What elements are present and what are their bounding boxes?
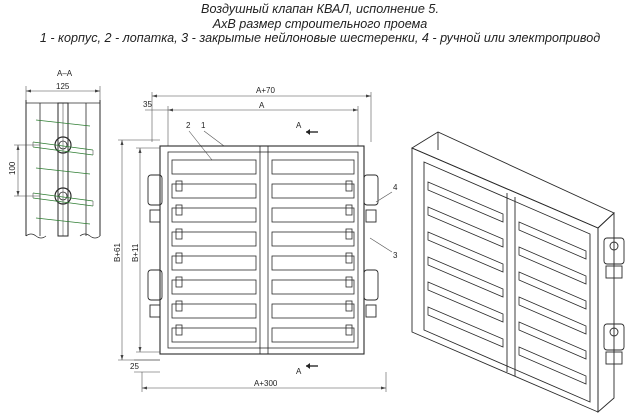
dim-a70: А+70: [256, 86, 275, 95]
title-line-2: АхВ размер строительного проема: [212, 16, 428, 31]
title-line-1: Воздушный клапан КВАЛ, исполнение 5.: [201, 2, 439, 16]
front-view: А+70 А 35 А 2 1: [113, 86, 398, 392]
callout-3: 3: [393, 251, 398, 260]
dim-35: 35: [143, 100, 152, 109]
isometric-view: [411, 131, 625, 413]
section-dim-pitch: 100: [8, 161, 17, 175]
section-mark-bottom: А: [296, 367, 302, 376]
callout-1: 1: [201, 121, 206, 130]
title-line-3: 1 - корпус, 2 - лопатка, 3 - закрытые не…: [39, 31, 601, 45]
section-view: А–А 125 100: [8, 69, 101, 239]
section-mark-top: А: [296, 121, 302, 130]
dim-25: 25: [130, 362, 139, 371]
section-dim-width: 125: [56, 82, 70, 91]
callout-4: 4: [393, 183, 398, 192]
dim-b11: В+11: [131, 243, 140, 262]
dim-a300: А+300: [254, 379, 278, 388]
dim-b61: В+61: [113, 243, 122, 262]
dim-a: А: [259, 101, 265, 110]
callout-2: 2: [186, 121, 191, 130]
title-block: Воздушный клапан КВАЛ, исполнение 5. АхВ…: [0, 2, 640, 46]
section-view-label: А–А: [57, 69, 73, 78]
